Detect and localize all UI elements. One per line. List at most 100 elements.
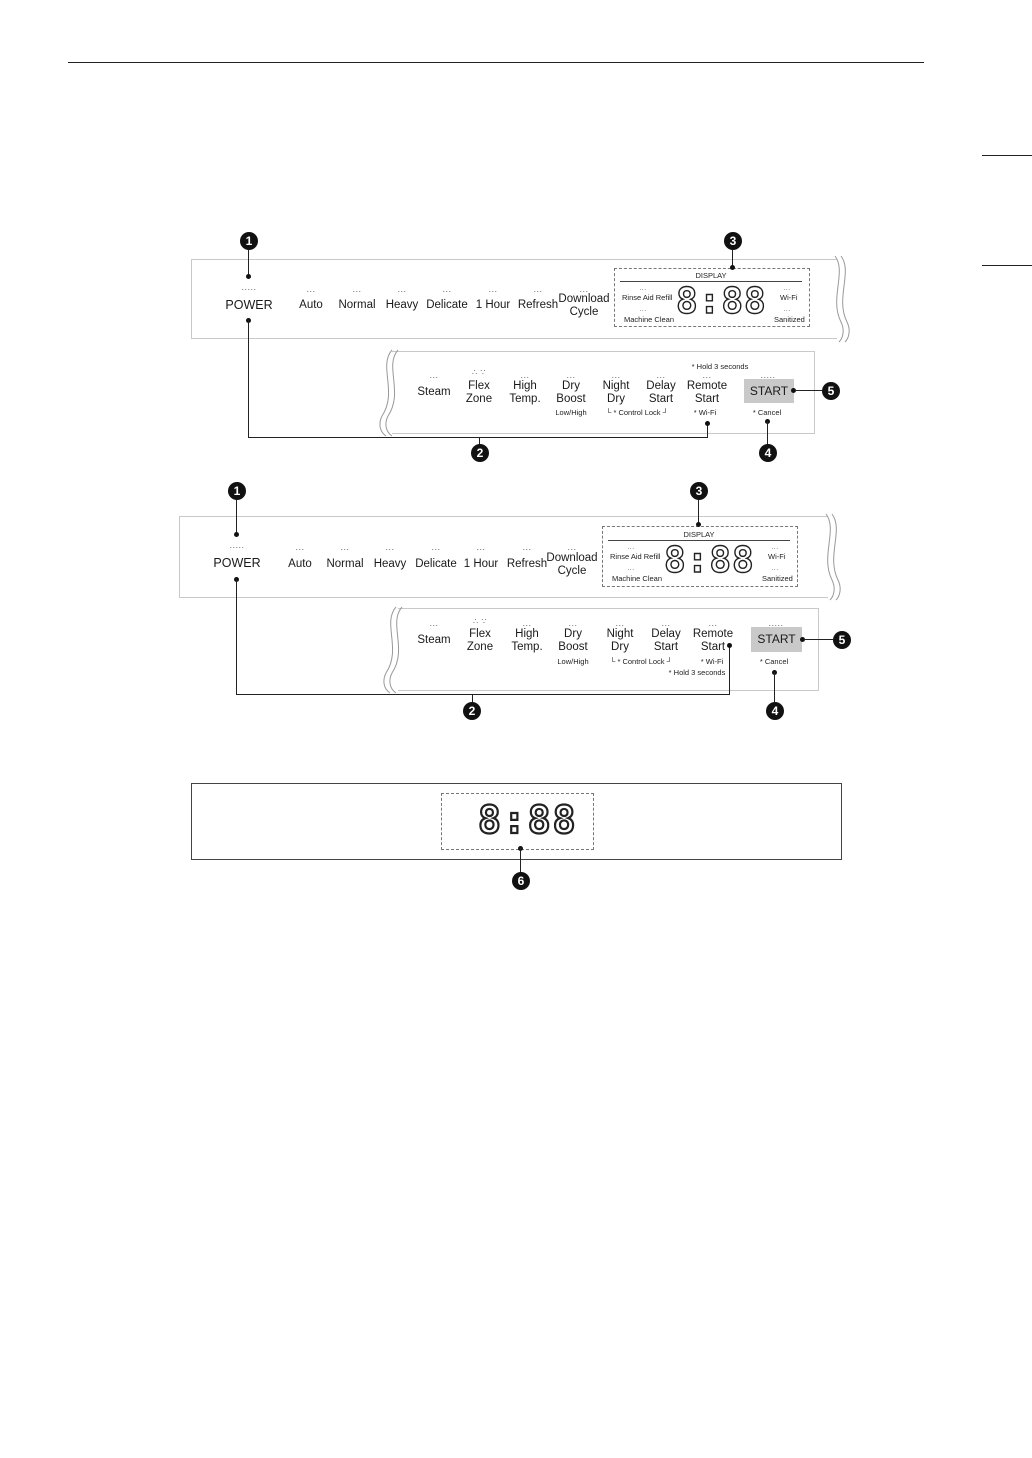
wifi-note: * Wi-Fi [693,408,717,417]
temp-label: Temp. [509,392,541,405]
night-dry-button[interactable]: Night Dry [603,380,630,405]
start-button[interactable]: START [744,379,794,403]
night-dry-button[interactable]: Night Dry [607,628,634,653]
cycle-delicate-button[interactable]: Delicate [415,558,457,570]
rinse-aid-refill-label: Rinse Aid Refill [622,293,673,302]
power-indicator: ..... [229,540,245,550]
wifi-label: Wi-Fi [780,293,798,302]
machine-clean-label: Machine Clean [612,574,663,583]
flex-label: Flex [468,380,490,392]
rinse-indicator: ... [639,285,647,292]
display-title: DISPLAY [695,271,727,280]
cycle-delicate-button[interactable]: Delicate [426,299,468,311]
download-cycle-button[interactable]: Download Cycle [546,552,597,577]
panel-break-wave [834,252,855,344]
cycle-heavy-button[interactable]: Heavy [373,558,407,570]
steam-label: Steam [417,634,451,646]
steam-button[interactable]: Steam [417,386,450,399]
cycle-label: Cycle [557,564,587,577]
flex-zone-indicator: ∴ ∵ [472,368,486,377]
download-cycle-button[interactable]: Download Cycle [558,293,609,318]
option-indicator: ... [568,618,578,628]
callout-leader [520,848,521,873]
cycle-1hour-button[interactable]: 1 Hour [475,299,511,311]
option-indicator: ... [702,370,712,380]
cycle-heavy-button[interactable]: Heavy [385,299,419,311]
callout-badge-3: 3 [690,482,708,500]
rinse-aid-refill-label: Rinse Aid Refill [610,552,661,561]
cycle-indicator: ... [567,542,577,552]
callout-leader [732,250,733,267]
delay-label: Delay [651,628,681,640]
callout-dot [730,265,735,270]
header-rule [68,62,924,63]
callout-leader [707,424,708,438]
start-indicator: ..... [760,370,776,380]
start-button[interactable]: START [751,627,802,652]
high-temp-button[interactable]: High Temp. [511,628,542,653]
low-high-label: Low/High [557,657,589,666]
cycle-indicator: ... [352,284,362,294]
delay-start-button[interactable]: Delay Start [651,628,680,653]
machine-indicator: ... [627,565,635,572]
callout-badge-3: 3 [724,232,742,250]
callout-dot [234,532,239,537]
option-indicator: ... [661,618,671,628]
cycle-auto-button[interactable]: Auto [288,558,312,570]
cycle-indicator: ... [442,284,452,294]
callout-badge-4: 4 [766,702,784,720]
cycle-auto-button[interactable]: Auto [299,299,323,311]
callout-dot [705,421,710,426]
cycle-indicator: ... [431,542,441,552]
digit-display-area [441,793,594,850]
power-button[interactable]: POWER [213,556,261,570]
cycle-refresh-button[interactable]: Refresh [517,299,559,311]
machine-indicator: ... [639,306,647,313]
wifi-label: Wi-Fi [768,552,786,561]
cycle-indicator: ... [488,284,498,294]
dry-label: Dry [564,628,582,640]
night-label: Night [602,380,630,392]
flex-zone-button[interactable]: Flex Zone [467,628,493,653]
cycle-normal-button[interactable]: Normal [326,558,364,570]
remote-start-button[interactable]: Remote Start [687,380,727,405]
cycle-normal-button[interactable]: Normal [338,299,376,311]
remote-start-button[interactable]: Remote Start [693,628,733,653]
flex-zone-button[interactable]: Flex Zone [466,380,492,405]
download-label: Download [558,293,610,305]
panel-break-wave [383,606,403,694]
boost-label: Boost [556,392,586,405]
dry-boost-button[interactable]: Dry Boost [556,380,585,405]
hold-3-seconds-note: * Hold 3 seconds [668,668,726,677]
start-label: Start [648,392,674,405]
cycle-1hour-button[interactable]: 1 Hour [463,558,499,570]
wifi-indicator: ... [771,544,779,551]
option-indicator: ... [656,370,666,380]
segment-display: 8:88 [663,540,755,581]
callout-dot [791,388,796,393]
high-label: High [513,380,537,392]
option-indicator: ... [522,618,532,628]
dry-label: Dry [611,640,629,653]
option-indicator: ... [611,370,621,380]
cancel-note: * Cancel [759,657,789,666]
option-indicator: ... [708,618,718,628]
dry-boost-button[interactable]: Dry Boost [558,628,587,653]
cycle-indicator: ... [522,542,532,552]
digit-display: 8:88 [477,798,578,842]
cycle-indicator: ... [295,542,305,552]
cycle-refresh-button[interactable]: Refresh [506,558,548,570]
option-indicator: ... [520,370,530,380]
high-temp-button[interactable]: High Temp. [509,380,540,405]
display-title: DISPLAY [683,530,715,539]
power-button[interactable]: POWER [225,298,273,312]
steam-button[interactable]: Steam [417,634,450,647]
sanitized-label: Sanitized [762,574,793,583]
delay-start-button[interactable]: Delay Start [646,380,675,405]
cycle-indicator: ... [579,284,589,294]
control-lock-label: └ * Control Lock ┘ [610,657,672,666]
temp-label: Temp. [511,640,543,653]
zone-label: Zone [465,392,493,405]
callout-dot [696,522,701,527]
callout-leader [698,500,699,524]
